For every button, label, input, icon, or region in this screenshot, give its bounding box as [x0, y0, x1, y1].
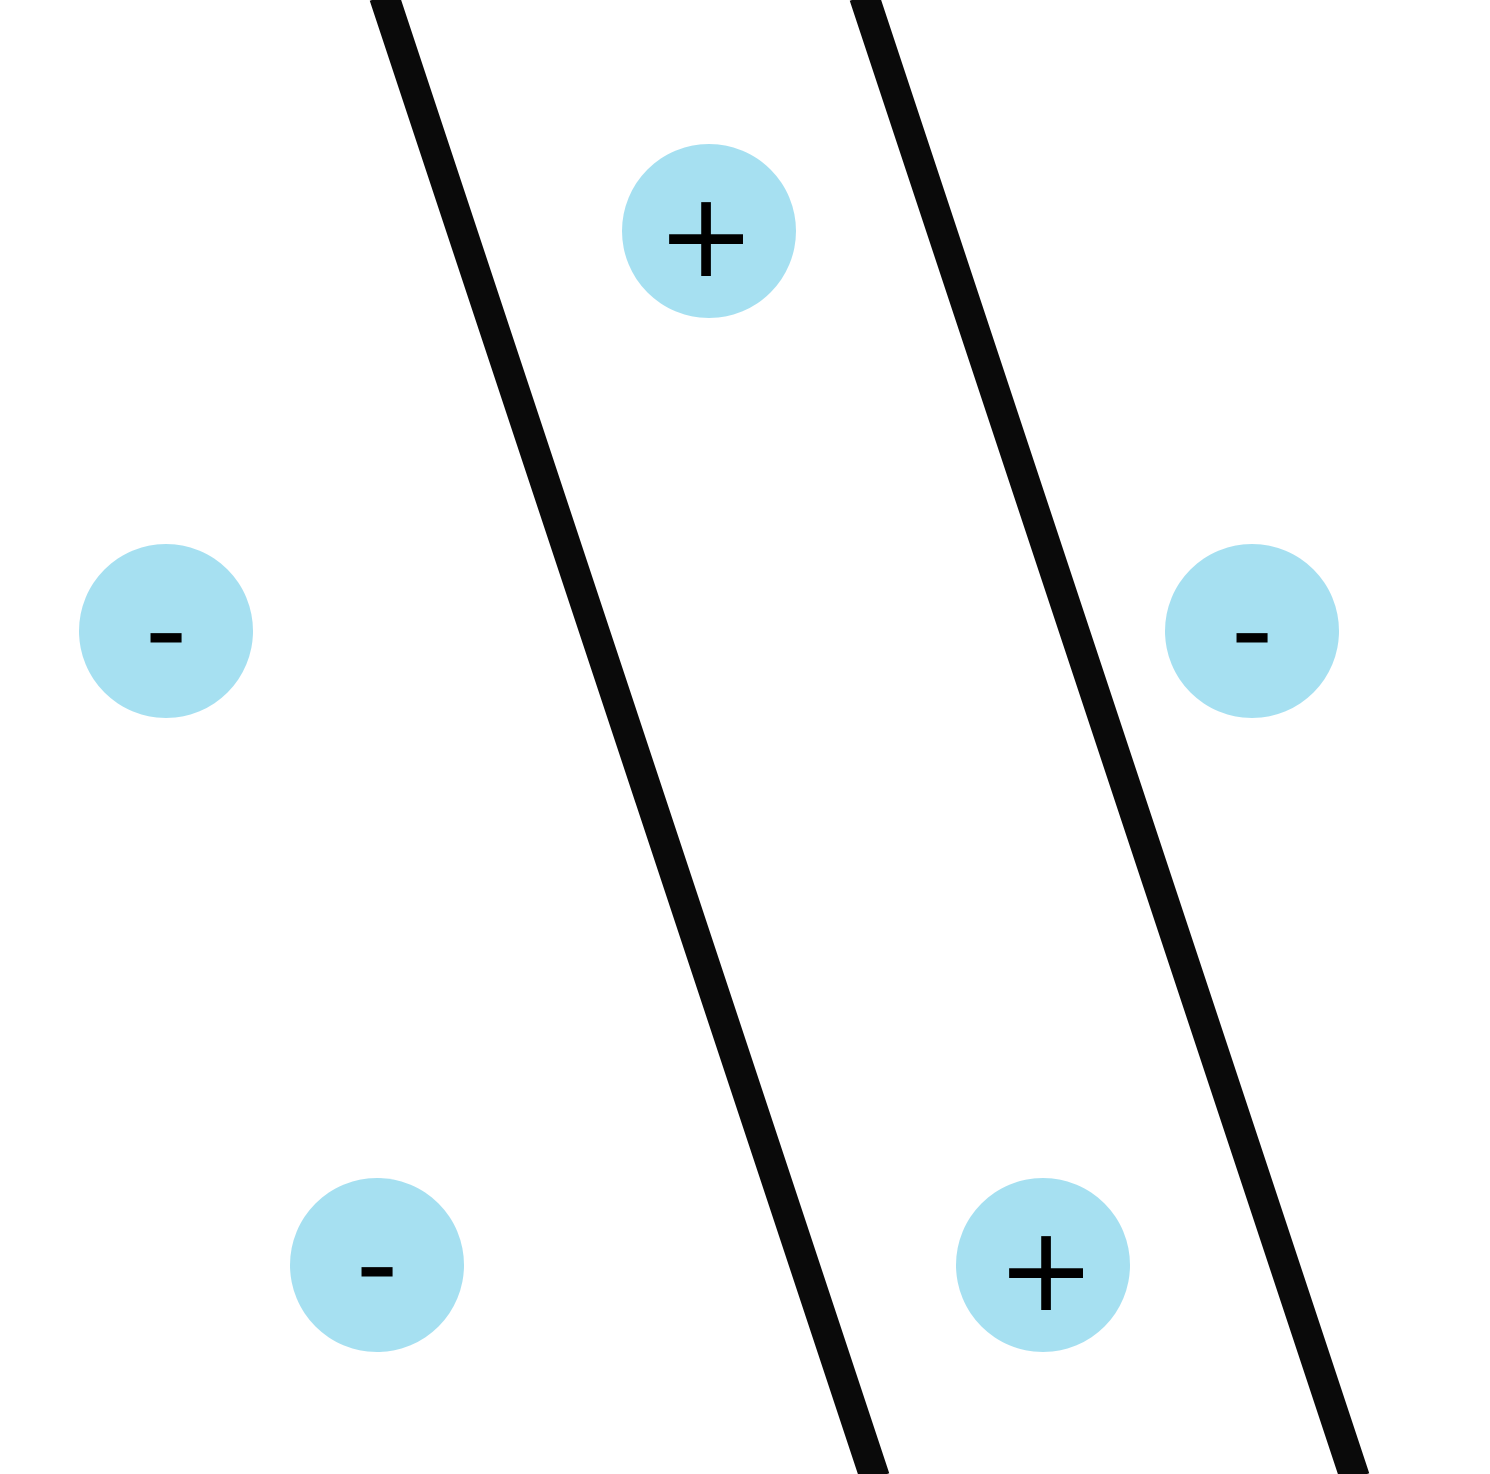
boundary-line-right: [849, 0, 1370, 1474]
charge-left-middle: -: [79, 544, 253, 718]
charge-right-middle: -: [1165, 544, 1339, 718]
charge-sign-label: -: [145, 560, 188, 698]
charge-bottom-left: -: [290, 1178, 464, 1352]
charge-sign-label: +: [657, 166, 756, 304]
charge-circle: [1165, 544, 1339, 718]
charge-circle: [290, 1178, 464, 1352]
charge-bottom-right: +: [956, 1178, 1130, 1352]
charge-top-center: +: [622, 144, 796, 318]
charge-circle: [622, 144, 796, 318]
charge-sign-label: +: [997, 1200, 1096, 1338]
boundary-line-left: [369, 0, 890, 1474]
charge-circle: [956, 1178, 1130, 1352]
charge-sign-label: -: [356, 1194, 399, 1332]
charge-circle: [79, 544, 253, 718]
charge-sign-label: -: [1231, 560, 1274, 698]
